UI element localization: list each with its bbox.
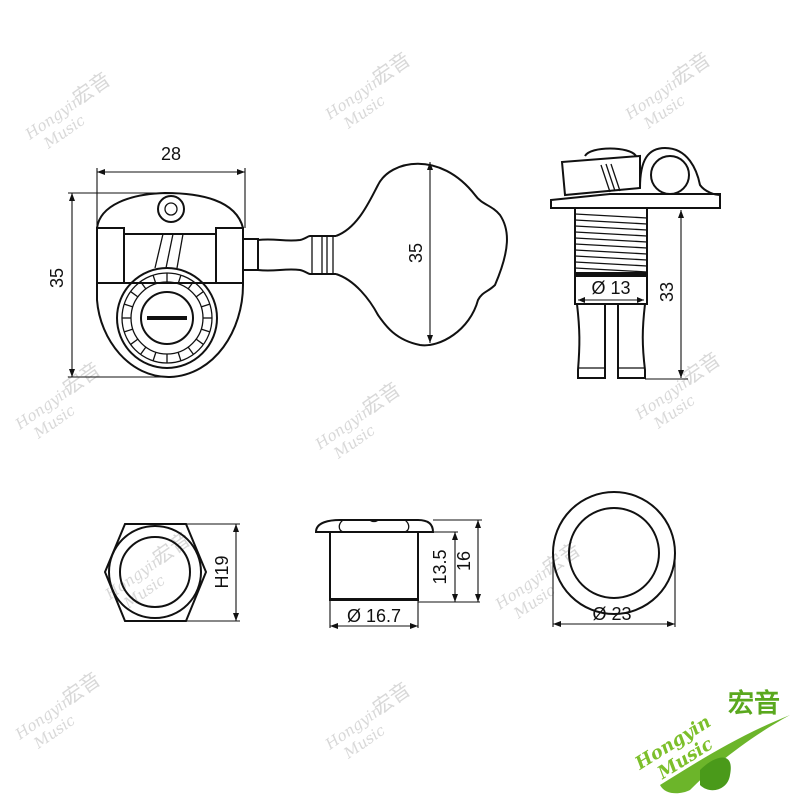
gear-tooth — [140, 346, 147, 355]
worm-line — [605, 163, 616, 192]
gear-tooth — [140, 281, 147, 290]
bushing-diameter-label: Ø 16.7 — [347, 606, 401, 626]
thread-line — [574, 213, 648, 219]
gear-tooth — [152, 275, 157, 284]
bushing-outer-height-label: 16 — [454, 551, 474, 571]
gear-tooth — [124, 328, 133, 333]
shaft-hole — [650, 155, 690, 195]
gear-tooth — [124, 303, 133, 308]
front-view: 28 35 — [47, 144, 259, 379]
thread-line — [574, 255, 648, 261]
side-height-label: 33 — [657, 282, 677, 302]
worm-line — [600, 164, 611, 193]
nut-chamfer-circle — [108, 525, 202, 619]
post-stub — [243, 238, 259, 271]
gear-teeth — [122, 273, 212, 363]
side-shaft-eye — [639, 146, 721, 196]
worm-line — [154, 233, 164, 269]
thread-line — [574, 267, 648, 273]
gear-tooth — [195, 338, 204, 345]
washer-inner — [568, 507, 660, 599]
watermark: Hongyin Music 宏音 — [11, 667, 105, 753]
button-height-label: 35 — [406, 243, 426, 263]
watermark: Hongyin Music 宏音 — [621, 47, 715, 133]
gear-tooth — [195, 291, 204, 298]
watermark: Hongyin Music 宏音 — [21, 67, 115, 153]
gear-tooth — [177, 275, 182, 284]
gear-tooth — [187, 346, 194, 355]
thread-line — [574, 243, 648, 249]
watermark: Hongyin Music 宏音 — [491, 537, 585, 623]
washer-diameter-label: Ø 23 — [592, 604, 631, 624]
gear-hub — [140, 291, 194, 345]
side-diameter-label: Ø 13 — [591, 278, 630, 298]
gear-tooth — [130, 291, 139, 298]
watermark-group: Hongyin Music 宏音 Hongyin Music 宏音 Hongyi… — [11, 47, 725, 763]
worm-line — [610, 163, 621, 192]
watermark: Hongyin Music 宏音 — [321, 47, 415, 133]
hex-nut-view: H19 — [103, 523, 240, 622]
gear-tooth — [152, 352, 157, 361]
collar-band — [575, 272, 647, 277]
gear-outer — [116, 267, 218, 369]
housing-outline — [96, 191, 244, 379]
logo-swoosh — [660, 715, 790, 794]
bushing-view: Ø 16.7 13.5 16 — [314, 519, 482, 629]
thread-line — [574, 237, 648, 243]
side-plate — [550, 193, 721, 209]
slot-icon — [147, 316, 187, 320]
side-cap — [584, 147, 637, 157]
shaft-block-left — [96, 227, 125, 284]
post-outline — [257, 235, 336, 275]
thread-line — [574, 261, 648, 267]
button-outline — [335, 162, 508, 347]
brand-logo: Hongyin Music 宏音 — [631, 688, 790, 794]
gear-tooth — [177, 352, 182, 361]
screw-icon — [157, 195, 185, 223]
thread-line — [574, 219, 648, 225]
bushing-body — [329, 531, 419, 601]
gear-tooth — [201, 328, 210, 333]
screw-center — [164, 202, 178, 216]
watermark: Hongyin Music 宏音 — [311, 377, 405, 463]
arrowheads — [578, 297, 644, 303]
split-post-left — [576, 303, 606, 379]
watermark: Hongyin Music 宏音 — [321, 677, 415, 763]
worm-line — [176, 233, 184, 269]
bushing-flange — [314, 519, 435, 533]
side-housing — [560, 154, 641, 197]
nut-hole — [119, 536, 191, 608]
side-view: Ø 13 33 — [550, 146, 721, 380]
threads — [574, 213, 648, 273]
worm-line — [165, 233, 174, 269]
gear-tooth — [187, 281, 194, 290]
gear-tooth — [130, 338, 139, 345]
gear-tooth — [201, 303, 210, 308]
front-height-label: 35 — [47, 268, 67, 288]
arrowheads — [452, 532, 458, 602]
thread-line — [574, 225, 648, 231]
thread-line — [574, 249, 648, 255]
washer-view: Ø 23 — [552, 491, 676, 627]
logo-chinese: 宏音 — [728, 688, 780, 719]
watermark: Hongyin Music 宏音 — [11, 357, 105, 443]
button-view: 35 — [257, 162, 508, 347]
hex-size-label: H19 — [212, 555, 232, 588]
logo-violin-body — [700, 757, 731, 791]
bushing-inner-height-label: 13.5 — [430, 549, 450, 584]
front-width-label: 28 — [161, 144, 181, 164]
bushing-base — [330, 598, 418, 601]
flange-facets — [338, 519, 410, 533]
split-post-right — [617, 303, 646, 379]
shaft-block-right — [215, 227, 244, 284]
thread-line — [574, 231, 648, 237]
